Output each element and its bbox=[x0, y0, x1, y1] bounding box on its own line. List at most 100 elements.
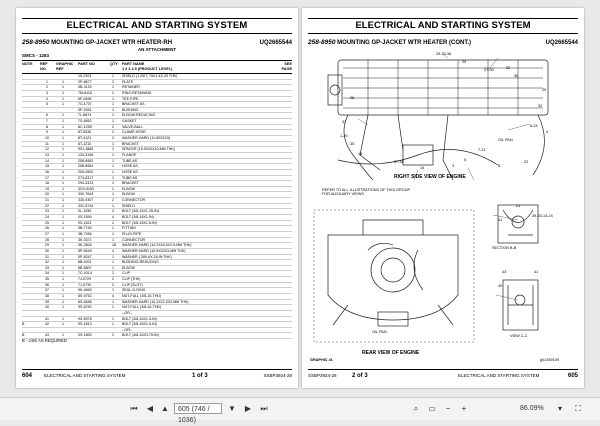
ref-no-cell: 30 bbox=[45, 248, 49, 253]
group-title: 258-8950 MOUNTING GP-JACKET WTR HEATER (… bbox=[308, 38, 578, 48]
ref-no-cell: 31 bbox=[45, 254, 49, 259]
ref-no-cell: 26 bbox=[45, 226, 49, 231]
part-name-cell: SEAL-O-RING bbox=[122, 288, 146, 293]
zoom-level[interactable]: 86.09% bbox=[520, 405, 544, 412]
ref-no-cell: 16 bbox=[45, 169, 49, 174]
fit-page-icon[interactable]: ▭ bbox=[428, 404, 436, 413]
last-page-icon[interactable]: ⏭ bbox=[260, 404, 268, 413]
page-up-icon[interactable]: ▲ bbox=[161, 404, 169, 413]
note-cell: B bbox=[22, 333, 25, 338]
part-name-cell: BOLT (3/8-16X1.5-IN) bbox=[122, 220, 157, 225]
graphic-ref-cell: 1 bbox=[62, 203, 64, 208]
part-name-cell: --OR-- bbox=[122, 327, 133, 332]
ref-no-cell: 24 bbox=[45, 215, 49, 220]
qty-cell: 1 bbox=[112, 271, 114, 276]
left-page: ELECTRICAL AND STARTING SYSTEM 258-8950 … bbox=[16, 8, 298, 388]
callout-label: 32 bbox=[538, 104, 543, 108]
page-number-input[interactable]: 605 (746 / 1036) bbox=[174, 403, 222, 424]
part-number-cell: 9X-5978 bbox=[78, 316, 92, 321]
part-number-cell: 274-6317 bbox=[78, 175, 94, 180]
page-down-icon[interactable]: ▼ bbox=[228, 404, 236, 413]
part-number-cell: 9K-4849 bbox=[78, 288, 92, 293]
viewer-toolbar: ⏮ ◀ ▲ 605 (746 / 1036) ▼ ▶ ⏭ ⌕ ▭ − + 86.… bbox=[0, 397, 600, 424]
ref-no-cell: 34 bbox=[45, 271, 49, 276]
ref-no-cell: 38 bbox=[45, 293, 49, 298]
part-number-cell: 6F-0496 bbox=[78, 96, 92, 101]
footer-page-number: 605 bbox=[567, 373, 578, 379]
group-title: 258-8950 MOUNTING GP-JACKET WTR HEATER-R… bbox=[22, 38, 292, 48]
first-page-icon[interactable]: ⏮ bbox=[130, 404, 138, 413]
callout-label: 43 bbox=[502, 270, 507, 274]
graphic-ref-cell: 1 bbox=[62, 96, 64, 101]
part-name-cell: HOSE AS bbox=[122, 169, 138, 174]
parts-table-header: NOTE REF NO GRAPHIC REF PART NO QTY PART… bbox=[22, 60, 292, 74]
callout-label: 37-38 bbox=[394, 160, 404, 164]
part-number-cell: 6B-8807 bbox=[78, 265, 92, 270]
qty-cell: 1 bbox=[112, 288, 114, 293]
qty-cell: 1 bbox=[112, 305, 114, 310]
graphic-ref-cell: 1 bbox=[62, 333, 64, 338]
footer-section: ELECTRICAL AND STARTING SYSTEM bbox=[458, 373, 540, 378]
part-name-cell: RETAINER bbox=[122, 85, 140, 90]
table-row: --OR-- bbox=[22, 328, 292, 334]
part-name-cell: BOLT (3/8-16X1-IN) bbox=[122, 215, 154, 220]
zoom-in-icon[interactable]: + bbox=[461, 404, 467, 413]
ref-no-cell: 27 bbox=[45, 231, 49, 236]
ref-no-cell: 5 bbox=[46, 102, 48, 107]
qty-cell: 1 bbox=[112, 107, 114, 112]
ref-no-cell: 15 bbox=[45, 164, 49, 169]
callout-label: 25-33-36 bbox=[436, 52, 452, 56]
part-name-cell: BUSHING-REDUCING bbox=[122, 260, 159, 265]
part-name-cell: ELBOW bbox=[122, 192, 135, 197]
qty-cell: 2 bbox=[112, 124, 114, 129]
chevron-down-icon[interactable]: ▾ bbox=[557, 404, 562, 413]
fullscreen-icon[interactable]: ⛶ bbox=[575, 404, 581, 413]
callout-label: 14 bbox=[420, 166, 425, 170]
ref-no-cell: 22 bbox=[45, 203, 49, 208]
section-header: ELECTRICAL AND STARTING SYSTEM bbox=[22, 18, 292, 34]
next-page-icon[interactable]: ▶ bbox=[244, 404, 252, 413]
part-name-cell: BOLT (3/8-16X1.5-IN) bbox=[122, 316, 157, 321]
footer-page-number: 604 bbox=[22, 373, 33, 379]
graphic-ref-cell: 1 bbox=[62, 248, 64, 253]
prev-page-icon[interactable]: ◀ bbox=[146, 404, 154, 413]
ref-no-cell: 4 bbox=[46, 96, 48, 101]
qty-cell: 1 bbox=[112, 299, 114, 304]
group-suffix: -RH bbox=[161, 40, 173, 46]
graphic-ref-cell: 1 bbox=[62, 231, 64, 236]
graphic-ref-cell: 1 bbox=[62, 282, 64, 287]
footer-doc-number: SSBP3924-28 bbox=[308, 373, 337, 378]
part-number-cell: 3K-0371 bbox=[78, 237, 92, 242]
qty-cell: 2 bbox=[112, 198, 114, 203]
ref-no-cell: 40 bbox=[45, 305, 49, 310]
part-name-cell: SPACER (15.5X20X10-MM THK) bbox=[122, 147, 175, 152]
qty-cell: 1 bbox=[112, 322, 114, 327]
callout-label: 4 bbox=[546, 130, 549, 134]
graphic-ref-cell: 1 bbox=[62, 265, 64, 270]
part-name-cell: BOLT (3/8-16X3.75-IN) bbox=[122, 333, 159, 338]
ref-no-cell: 37 bbox=[45, 288, 49, 293]
graphic-ref-cell: 1 bbox=[62, 305, 64, 310]
qty-cell: 1 bbox=[112, 186, 114, 191]
part-name-cell: CONNECTOR bbox=[122, 237, 146, 242]
ref-no-cell: 28 bbox=[45, 237, 49, 242]
search-icon[interactable]: ⌕ bbox=[413, 404, 419, 413]
zoom-out-icon[interactable]: − bbox=[445, 404, 451, 413]
graphic-ref-cell: 1 bbox=[62, 215, 64, 220]
part-number-cell: 5P-8247 bbox=[78, 254, 92, 259]
